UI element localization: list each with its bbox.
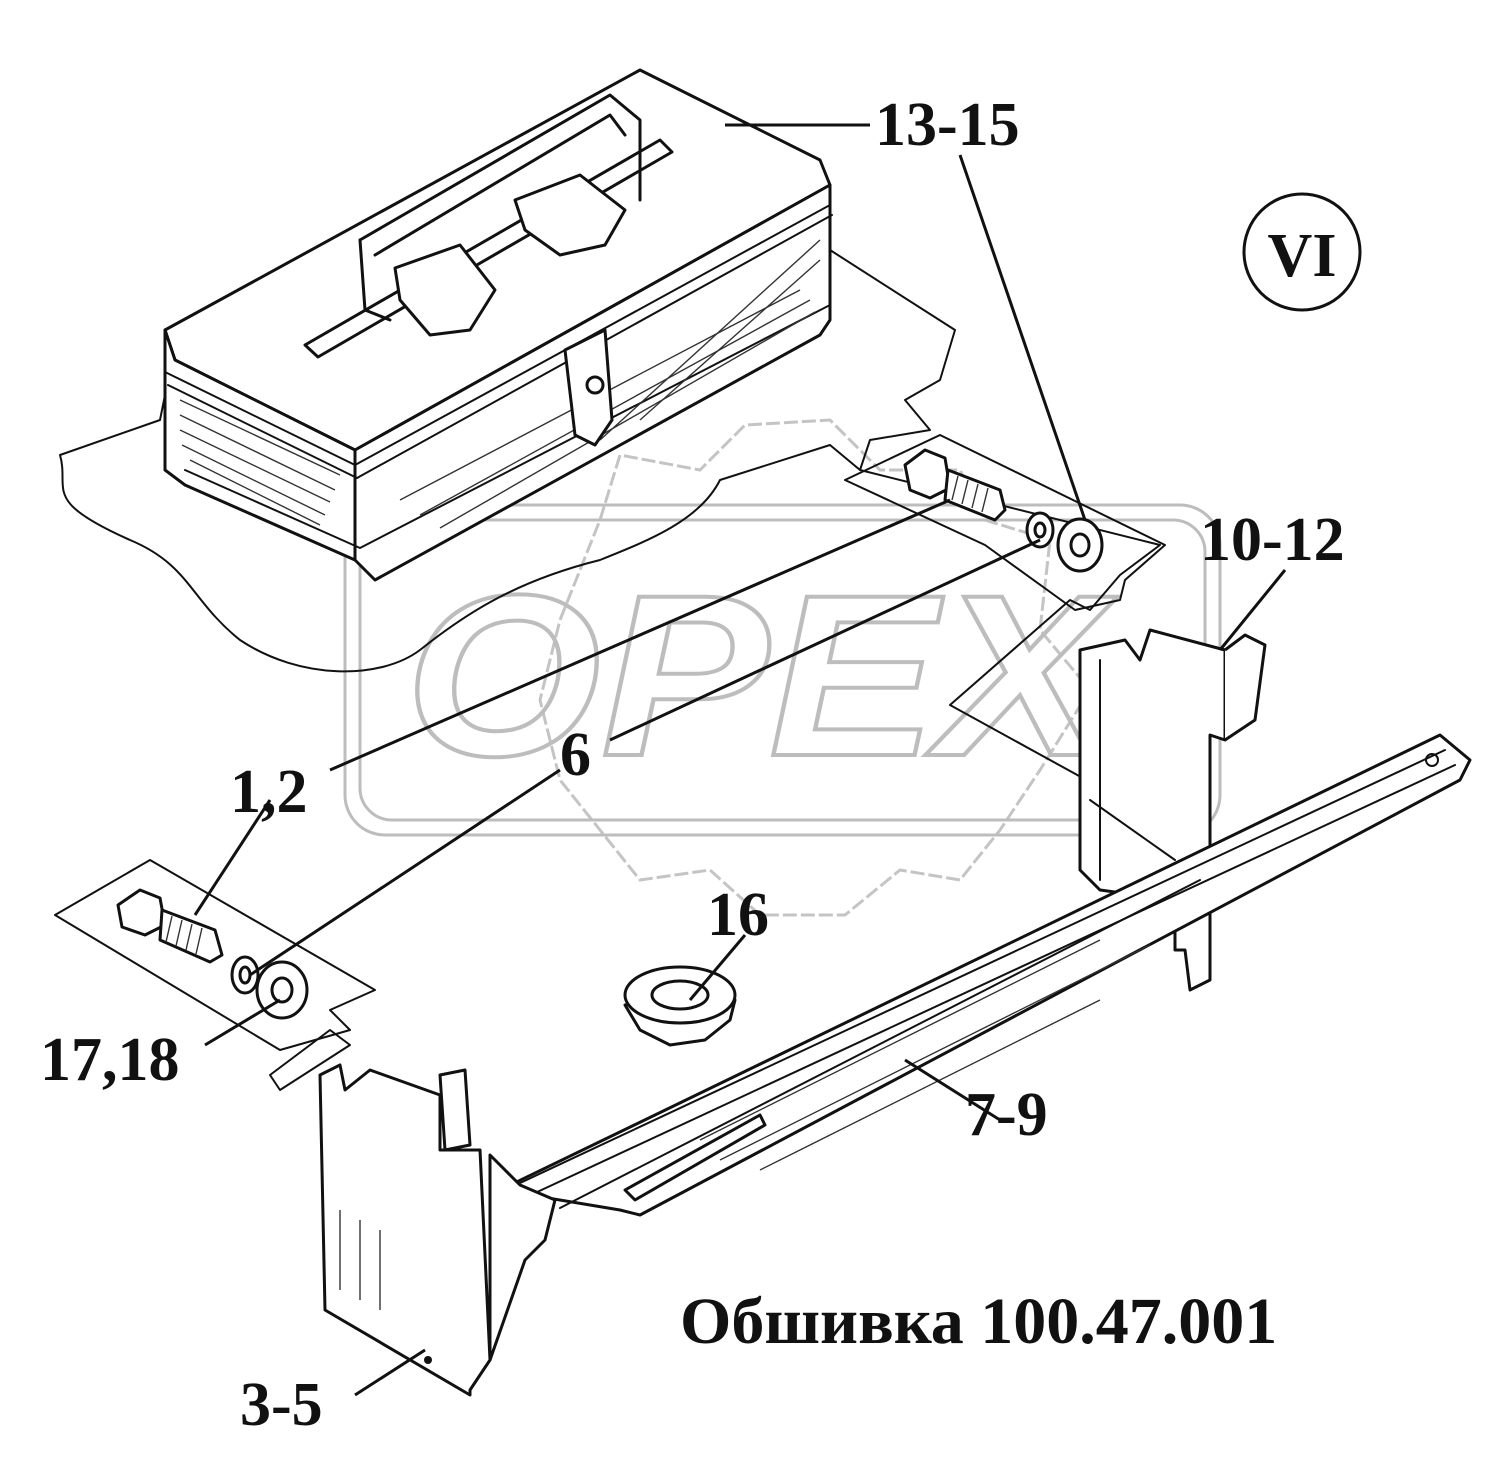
toolbox-illustration <box>163 68 833 582</box>
leader-lines <box>193 123 1287 1397</box>
hardware-bottom <box>54 859 376 1091</box>
callout-16: 16 <box>707 881 769 949</box>
rail-long <box>498 733 1472 1217</box>
callout-6: 6 <box>560 721 591 789</box>
callout-17-18: 17,18 <box>40 1026 180 1094</box>
hardware-top <box>844 434 1166 611</box>
callout-3-5: 3-5 <box>240 1371 323 1439</box>
bracket-left <box>318 1063 557 1397</box>
callout-13-15: 13-15 <box>875 91 1020 159</box>
diagram-caption: Обшивка 100.47.001 <box>680 1285 1277 1358</box>
callout-1-2: 1,2 <box>230 758 308 826</box>
view-marker: VI <box>1242 192 1362 312</box>
callout-10-12: 10-12 <box>1200 506 1345 574</box>
callout-labels: 13-15 10-12 6 1,2 16 17,18 7-9 3-5 <box>40 91 1345 1439</box>
grommet <box>623 965 737 1047</box>
watermark-logo: OPEX <box>343 418 1222 917</box>
view-marker-text: VI <box>1268 222 1337 290</box>
callout-7-9: 7-9 <box>965 1081 1048 1149</box>
watermark-text: OPEX <box>405 547 1118 804</box>
